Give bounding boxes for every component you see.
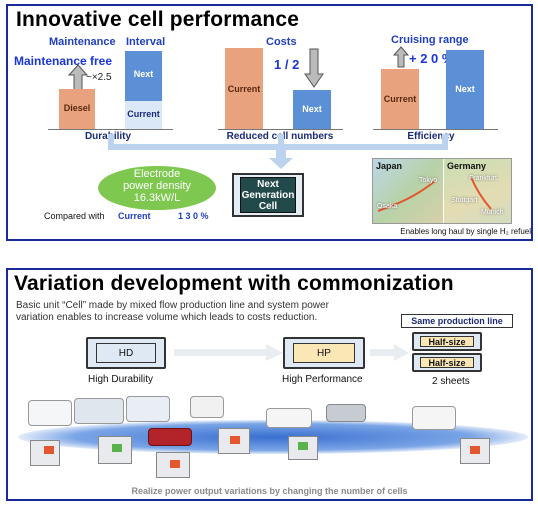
map-osaka: Osaka (377, 203, 398, 210)
flow-down-arrow-icon (269, 148, 293, 169)
costs-next-bar (293, 90, 331, 129)
hp-cell-label: HP (293, 343, 355, 363)
sheets-caption: 2 sheets (432, 376, 470, 387)
interval-next-label: Next (133, 69, 154, 79)
route-lines (377, 176, 492, 212)
electrode-line2: power density (123, 180, 191, 192)
efficiency-next-label: Next (455, 84, 475, 94)
hp-cell: HP (283, 337, 365, 369)
multiplier-label: ~×2.5 (86, 72, 112, 83)
fc-module-4-core (230, 436, 240, 444)
cruising-range-heading: Cruising range (391, 34, 469, 46)
truck-image-1 (28, 400, 72, 426)
fc-module-5-core (298, 442, 308, 450)
fc-module-3-core (170, 460, 180, 468)
hd-cell-label: HD (96, 343, 156, 363)
japan-map (373, 159, 443, 223)
costs-current-bar (225, 48, 263, 129)
truck-image-3 (126, 396, 170, 422)
maintenance-free-label: Maintenance free (14, 54, 113, 68)
compared-prefix: Compared with (44, 211, 105, 221)
fc-module-6-core (470, 446, 480, 454)
panel2-footer: Realize power output variations by chang… (131, 486, 408, 496)
map-tokyo: Tokyo (419, 177, 438, 184)
costs-next-label: Next (302, 104, 322, 114)
map-stuttgart: Stuttgart (451, 197, 478, 204)
electrode-line3: 16.3kW/L (133, 192, 181, 204)
hd-to-hp-arrow-icon (174, 344, 283, 361)
fc-module-2-core (112, 444, 122, 452)
interval-current-bar (125, 101, 162, 129)
hd-cell: HD (86, 337, 166, 369)
map-caption: Enables long haul by single H₂ refuel (400, 227, 531, 236)
efficiency-current-label: Current (383, 94, 417, 104)
flow-band-right (442, 134, 448, 148)
efficiency-next-bar (446, 50, 484, 129)
half-size-cell-1: Half-size (412, 332, 482, 351)
panel2-title: Variation development with commonization (14, 272, 454, 295)
suv-image (326, 404, 366, 422)
compared-current: Current (118, 211, 151, 221)
efficiency-baseline (373, 129, 498, 130)
compared-value: 1 3 0 % (178, 211, 209, 221)
half-size-label-2: Half-size (420, 357, 474, 368)
hd-caption: High Durability (88, 374, 154, 385)
electrode-ellipse (98, 166, 216, 210)
map-germany-label: Germany (447, 161, 487, 171)
costs-heading: Costs (266, 36, 297, 48)
half-size-cell-2: Half-size (412, 353, 482, 372)
map-image: Japan Germany Tokyo Osaka Frankfurt Stut… (372, 158, 512, 224)
small-up-arrow-icon (393, 46, 409, 68)
diesel-bar-label: Diesel (63, 103, 91, 113)
map-frankfurt: Frankfurt (469, 175, 498, 182)
desc-line2: variation enables to increase volume whi… (16, 312, 318, 323)
desc-line1: Basic unit “Cell” made by mixed flow pro… (16, 300, 329, 311)
hp-caption: High Performance (282, 374, 363, 385)
range-increase: + 2 0 % (409, 51, 454, 66)
fc-module-1-core (44, 446, 54, 454)
costs-baseline (218, 129, 343, 130)
same-production-line-box: Same production line (401, 314, 513, 328)
costs-ratio: 1 / 2 (274, 57, 300, 72)
electrode-text: Electrode power density 16.3kW/L (98, 168, 216, 204)
flow-band-mid (278, 134, 284, 148)
diesel-bar (59, 89, 95, 129)
panel2-description: Basic unit “Cell” made by mixed flow pro… (16, 300, 329, 324)
electrode-line1: Electrode (133, 168, 181, 180)
truck-image-2 (74, 398, 124, 424)
interval-heading: Interval (126, 36, 166, 48)
minivan-image (412, 406, 456, 430)
variation-panel: Variation development with commonization… (6, 268, 533, 501)
van-image (266, 408, 312, 428)
efficiency-current-bar (381, 69, 419, 129)
hp-to-half-arrow-icon (370, 344, 409, 361)
pickup-image (148, 428, 192, 446)
map-japan-label: Japan (376, 161, 403, 171)
up-arrow-icon (68, 64, 88, 92)
next-gen-cell: Next Generation Cell (240, 177, 296, 213)
costs-current-label: Current (227, 84, 261, 94)
durability-baseline (48, 129, 173, 130)
half-size-label-1: Half-size (420, 336, 474, 347)
light-truck-image (190, 396, 224, 418)
map-munich: Munich (481, 209, 504, 216)
down-arrow-icon (304, 48, 324, 88)
cell-performance-panel: Innovative cell performance Maintenance … (6, 4, 533, 241)
maintenance-heading: Maintenance (49, 36, 116, 48)
panel1-title: Innovative cell performance (16, 8, 300, 31)
efficiency-caption: Efficiency (407, 131, 455, 142)
interval-current-label: Current (127, 109, 160, 119)
flow-band-left (108, 134, 114, 148)
map-divider (443, 159, 444, 223)
